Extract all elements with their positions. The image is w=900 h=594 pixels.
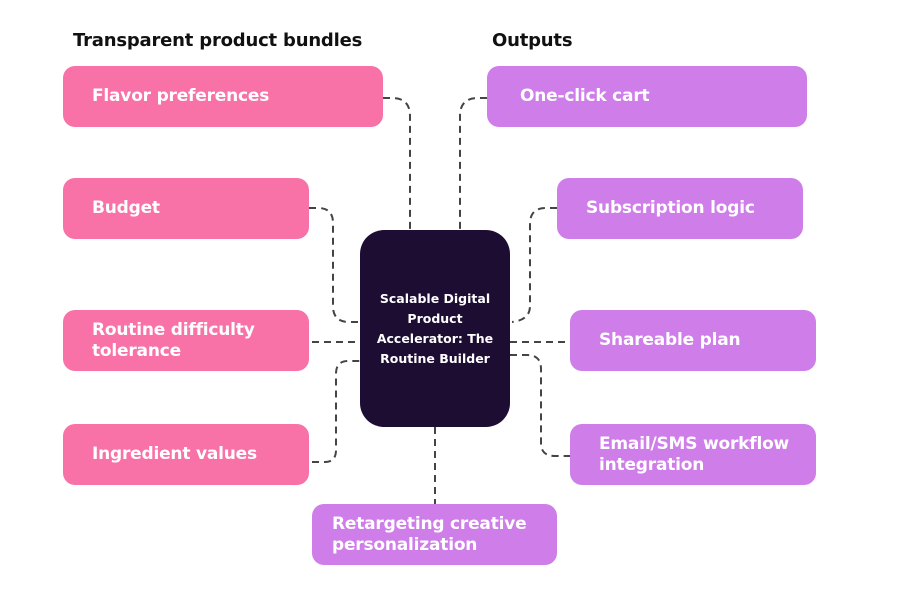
connector-oneclick — [459, 97, 487, 230]
output-retargeting: Retargeting creative personalization — [312, 504, 557, 565]
connector-budget — [309, 207, 360, 323]
connector-flavor — [383, 97, 411, 230]
input-flavor-preferences: Flavor preferences — [63, 66, 383, 127]
connector-email — [510, 354, 570, 457]
output-one-click-cart: One-click cart — [487, 66, 807, 127]
output-subscription-logic: Subscription logic — [557, 178, 803, 239]
connector-ingredient — [312, 360, 360, 463]
input-routine-difficulty: Routine difficulty tolerance — [63, 310, 309, 371]
input-label: Flavor preferences — [92, 86, 270, 106]
center-label: Scalable Digital Product Accelerator: Th… — [376, 290, 494, 366]
output-label: One-click cart — [520, 86, 650, 106]
input-label: Ingredient values — [92, 444, 257, 464]
inputs-heading: Transparent product bundles — [73, 30, 363, 51]
output-email-sms: Email/SMS workflow integration — [570, 424, 816, 485]
connector-subscription — [511, 207, 557, 323]
output-label: Shareable plan — [599, 330, 741, 350]
center-node: Scalable Digital Product Accelerator: Th… — [360, 230, 510, 427]
input-budget: Budget — [63, 178, 309, 239]
input-label: Budget — [92, 198, 160, 218]
output-label: Subscription logic — [586, 198, 755, 218]
output-label: Email/SMS workflow integration — [599, 433, 790, 475]
outputs-heading: Outputs — [492, 30, 573, 51]
input-label: Routine difficulty tolerance — [92, 319, 255, 361]
output-label: Retargeting creative personalization — [332, 513, 527, 555]
output-shareable-plan: Shareable plan — [570, 310, 816, 371]
input-ingredient-values: Ingredient values — [63, 424, 309, 485]
